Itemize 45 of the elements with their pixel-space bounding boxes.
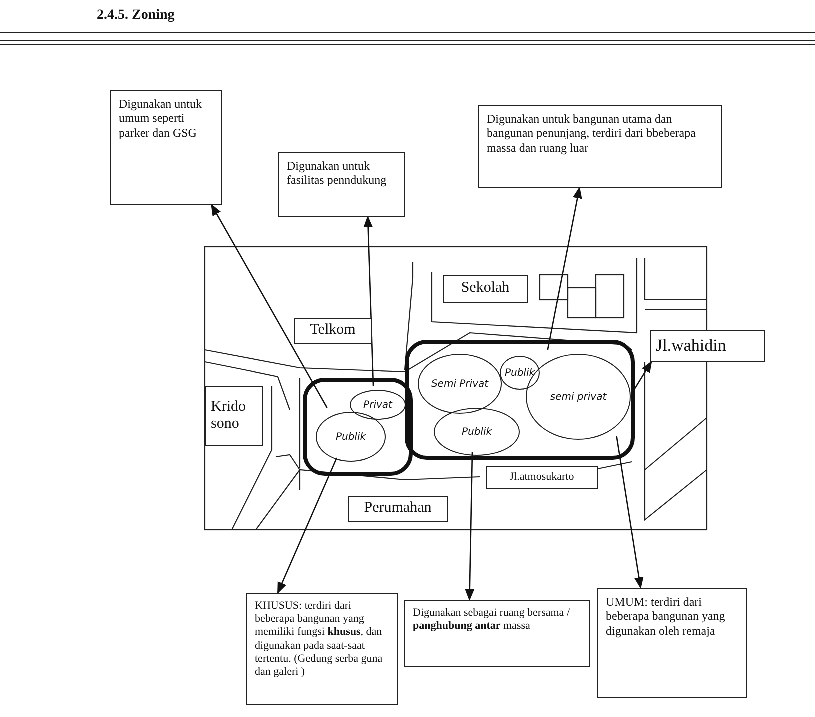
- arrow: [616, 436, 644, 590]
- node-text: KHUSUS: terdiri dari beberapa bangunan yang memiliki fungsi khusus, dan digunakan pada saat-saat tertentu. (Gedung serba guna dan galeri ): [255, 600, 383, 678]
- node-text: Krido sono: [211, 398, 247, 434]
- callout-box: [278, 152, 405, 217]
- arrow: [277, 458, 338, 594]
- place-label-box: [443, 275, 528, 303]
- zone-area: [418, 354, 502, 414]
- node-text: Digunakan sebagai ruang bersama / panghubung antar massa: [413, 607, 570, 632]
- site-boundary: [405, 340, 635, 460]
- node-text: Jl.wahidin: [656, 336, 726, 356]
- arrow: [211, 204, 328, 408]
- node-text: Sekolah: [461, 280, 510, 298]
- node-text: Digunakan untuk umum seperti parker dan GSG: [119, 97, 202, 140]
- zone-area: [316, 412, 386, 462]
- site-boundary: [303, 378, 413, 476]
- place-label-box: [348, 496, 448, 522]
- place-label-box: [205, 386, 263, 446]
- section-title: 2.4.5. Zoning: [97, 8, 175, 24]
- node-text: UMUM: terdiri dari beberapa bangunan yang digunakan oleh remaja: [606, 595, 726, 638]
- arrow: [364, 216, 374, 386]
- zone-area: [434, 408, 520, 456]
- callout-box: [478, 105, 722, 188]
- node-text: Publik: [504, 368, 536, 378]
- node-text: Telkom: [310, 322, 356, 340]
- arrow: [634, 361, 652, 390]
- node-text: Digunakan untuk bangunan utama dan bangunan penunjang, terdiri dari bbeberapa massa dan ruang luar: [487, 112, 696, 155]
- callout-box: [597, 588, 747, 698]
- callout-box: [404, 600, 590, 667]
- node-text: Publik: [462, 426, 492, 438]
- place-label-box: [486, 466, 598, 489]
- place-label-box: [650, 330, 765, 362]
- node-text: Publik: [336, 432, 366, 442]
- zone-area: [500, 356, 540, 390]
- arrow: [547, 186, 582, 350]
- node-text: Digunakan untuk fasilitas penndukung: [287, 159, 387, 188]
- node-text: Semi Privat: [431, 378, 489, 390]
- node-text: Perumahan: [364, 500, 432, 518]
- zone-area: [350, 390, 406, 420]
- callout-box: [110, 90, 222, 205]
- arrow: [465, 452, 475, 602]
- node-text: Jl.atmosukarto: [510, 471, 574, 484]
- node-text: Privat: [364, 400, 392, 410]
- callout-box: [246, 593, 398, 705]
- place-label-box: [294, 318, 372, 344]
- node-text: semi privat: [550, 392, 607, 402]
